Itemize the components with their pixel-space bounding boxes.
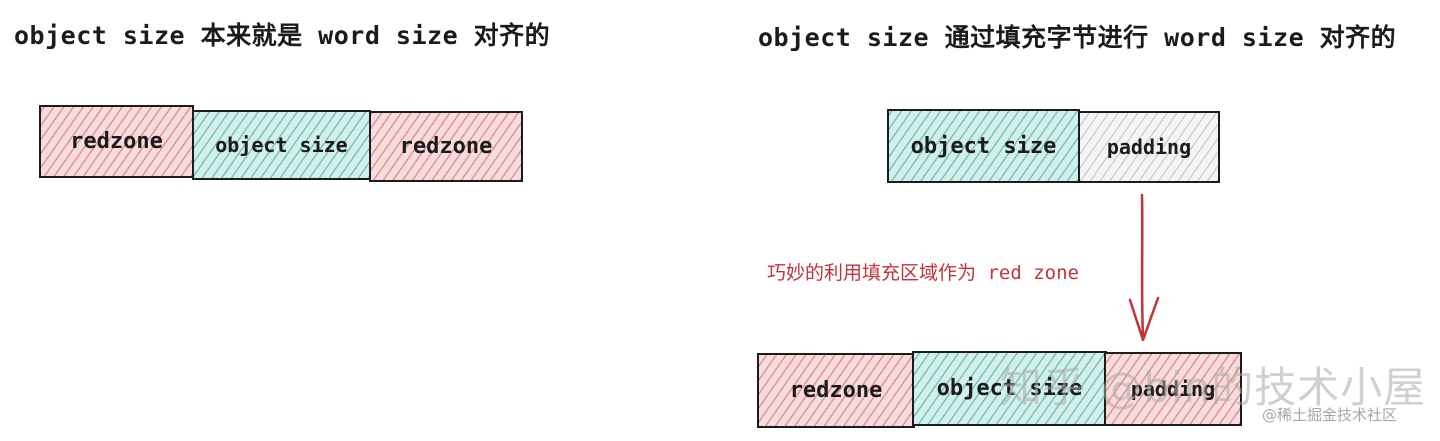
zhihu-watermark: 知乎 @bin的技术小屋	[1000, 363, 1427, 412]
right-top-object-size-label: object size	[910, 133, 1057, 159]
right-top-object-size-box: object size	[887, 109, 1080, 183]
right-bottom-object-size-box: object size	[912, 351, 1107, 426]
right-heading: object size 通过填充字节进行 word size 对齐的	[758, 23, 1397, 52]
right-bottom-padding-box: padding	[1104, 352, 1242, 426]
redzone-annotation: 巧妙的利用填充区域作为 red zone	[767, 262, 1079, 284]
right-top-padding-label: padding	[1106, 135, 1192, 159]
juejin-watermark: @稀土掘金技术社区	[1262, 406, 1398, 424]
left-redzone-box-1: redzone	[39, 105, 194, 178]
right-bottom-object-size-label: object size	[936, 376, 1083, 401]
right-bottom-redzone-label: redzone	[789, 378, 883, 403]
left-object-size-box: object size	[192, 110, 371, 180]
left-heading: object size 本来就是 word size 对齐的	[14, 21, 551, 50]
right-bottom-padding-label: padding	[1130, 377, 1216, 401]
left-redzone-box-2: redzone	[369, 111, 523, 182]
right-bottom-redzone-box: redzone	[757, 353, 915, 428]
right-top-padding-box: padding	[1078, 111, 1220, 183]
left-object-size-label: object size	[215, 133, 348, 157]
down-arrow	[1128, 193, 1160, 342]
left-redzone-label-2: redzone	[399, 134, 493, 159]
left-redzone-label-1: redzone	[70, 129, 163, 154]
